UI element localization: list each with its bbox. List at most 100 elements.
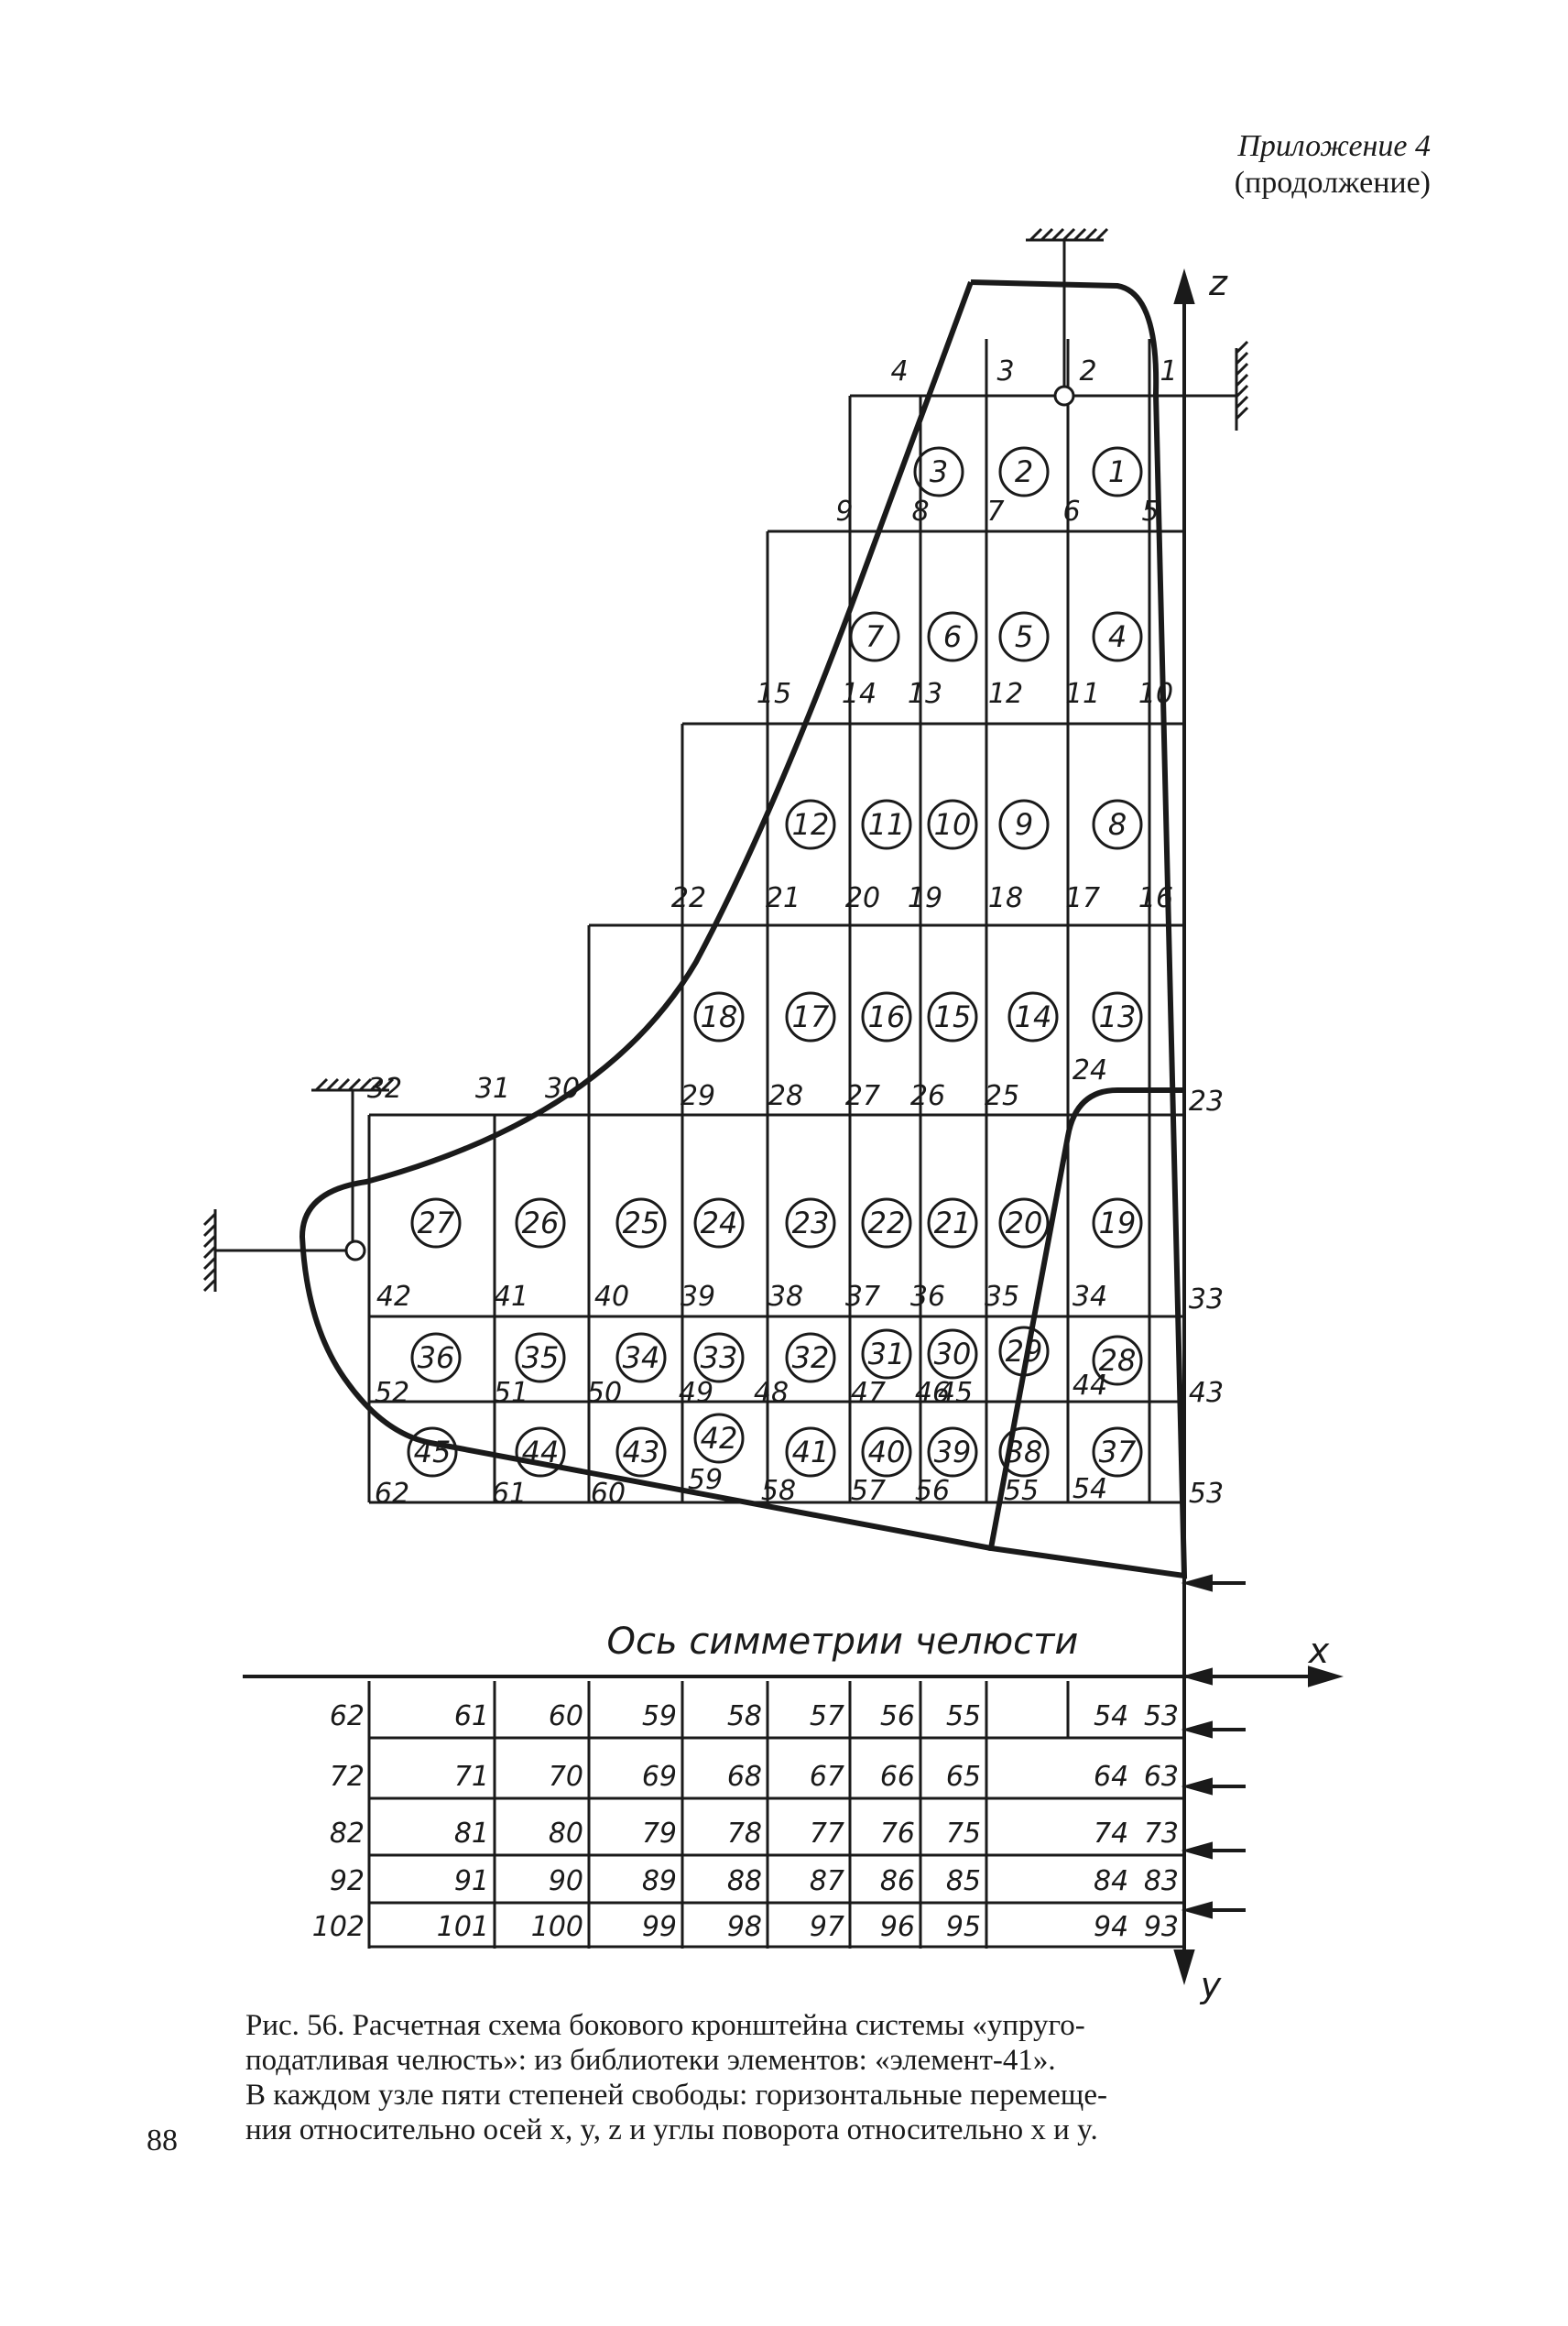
element-circle [1092, 799, 1143, 850]
element-circle [927, 611, 978, 662]
node-label: 52 [375, 1377, 409, 1409]
node-label: 50 [587, 1377, 622, 1409]
node-label: 53 [1189, 1478, 1224, 1510]
node-label: 47 [851, 1377, 886, 1409]
bracket-edge-right [970, 279, 1188, 1579]
hatch [1040, 227, 1054, 242]
element-label: 40 [868, 1435, 906, 1469]
element-label: 43 [623, 1435, 660, 1469]
node-label: 18 [988, 882, 1023, 914]
caption-line: податливая челюсть»: из библиотеки элеме… [245, 2044, 1056, 2077]
element-label: 18 [701, 999, 738, 1034]
element-label: 44 [522, 1435, 560, 1469]
element-label: 2 [1015, 454, 1033, 489]
element-label: 17 [792, 999, 830, 1034]
element-label: 7 [866, 619, 885, 654]
hatch [336, 1077, 351, 1092]
load-arrow-head [1181, 1720, 1213, 1739]
node-label: 28 [768, 1080, 803, 1112]
node-label: 27 [845, 1080, 880, 1112]
element-label: 1 [1108, 454, 1127, 489]
table-node-label: 79 [642, 1818, 677, 1850]
node-label: 44 [1073, 1370, 1107, 1402]
hatch [1083, 227, 1098, 242]
element-label: 20 [1006, 1206, 1043, 1240]
symmetry-axis-label: Ось симметрии челюсти [607, 1621, 1079, 1663]
table-node-label: 98 [727, 1911, 762, 1943]
element-label: 41 [792, 1435, 830, 1469]
hatch [1235, 362, 1249, 377]
hinge-left [344, 1239, 366, 1261]
node-label: 32 [367, 1073, 402, 1105]
hatch [358, 1077, 373, 1092]
page-number: 88 [147, 2124, 178, 2157]
hatch [202, 1256, 217, 1271]
element-circle [515, 1197, 566, 1249]
element-label: 23 [792, 1206, 830, 1240]
figure-caption: Рис. 56. Расчетная схема бокового кроншт… [245, 2008, 1346, 2147]
element-label: 6 [943, 619, 962, 654]
hatch [202, 1234, 217, 1249]
node-label: 36 [910, 1281, 945, 1313]
node-label: 14 [842, 678, 877, 710]
load-arrow-head [1181, 1841, 1213, 1860]
element-circle [927, 799, 978, 850]
appendix-title: Приложение 4 [1237, 129, 1431, 163]
y-arrow [1173, 1949, 1195, 1985]
table-node-label: 59 [642, 1700, 677, 1732]
element-label: 24 [701, 1206, 738, 1240]
hatch [1235, 406, 1249, 420]
hatch [202, 1245, 217, 1260]
element-label: 32 [792, 1340, 830, 1375]
appendix-subtitle: (продолжение) [1234, 166, 1431, 200]
node-label: 60 [591, 1478, 626, 1510]
table-node-label: 100 [531, 1911, 583, 1943]
element-circle [1092, 1335, 1143, 1386]
node-label: 42 [376, 1281, 411, 1313]
table-node-label: 81 [454, 1818, 489, 1850]
table-node-label: 67 [810, 1761, 844, 1793]
element-circle [615, 1332, 667, 1383]
node-label: 16 [1138, 882, 1173, 914]
table-node-label: 88 [727, 1865, 762, 1897]
element-circle [693, 1413, 745, 1464]
element-label: 12 [792, 807, 830, 842]
table-node-label: 71 [454, 1761, 489, 1793]
table-node-label: 83 [1144, 1865, 1179, 1897]
table-node-label: 63 [1144, 1761, 1179, 1793]
node-label: 24 [1073, 1054, 1107, 1087]
bracket-edge-left [299, 280, 992, 1551]
node-label: 5 [1141, 496, 1159, 528]
element-circle [861, 991, 912, 1043]
node-label: 9 [835, 496, 853, 528]
element-circle [693, 991, 745, 1043]
element-circle [785, 1426, 836, 1478]
element-circle [693, 1332, 745, 1383]
element-circle [515, 1332, 566, 1383]
table-node-label: 95 [946, 1911, 981, 1943]
node-label: 31 [475, 1073, 510, 1105]
table-node-label: 87 [810, 1865, 844, 1897]
table-node-label: 93 [1144, 1911, 1179, 1943]
element-circle [927, 1328, 978, 1380]
node-label: 33 [1189, 1283, 1224, 1316]
hatch [202, 1267, 217, 1282]
node-label: 2 [1079, 355, 1096, 388]
hatch [1235, 340, 1249, 355]
node-label: 48 [754, 1377, 789, 1409]
table-node-label: 84 [1094, 1865, 1128, 1897]
table-node-label: 62 [330, 1700, 365, 1732]
node-label: 57 [851, 1475, 886, 1507]
table-node-label: 89 [642, 1865, 677, 1897]
element-label: 14 [1015, 999, 1052, 1034]
node-label: 1 [1160, 355, 1177, 388]
node-label: 39 [681, 1281, 715, 1313]
element-label: 42 [701, 1421, 738, 1456]
table-node-label: 85 [946, 1865, 981, 1897]
hatch [325, 1077, 340, 1092]
element-circle [1092, 446, 1143, 497]
node-label: 15 [757, 678, 791, 710]
element-circle [410, 1197, 462, 1249]
load-arrow-head [1181, 1574, 1213, 1592]
